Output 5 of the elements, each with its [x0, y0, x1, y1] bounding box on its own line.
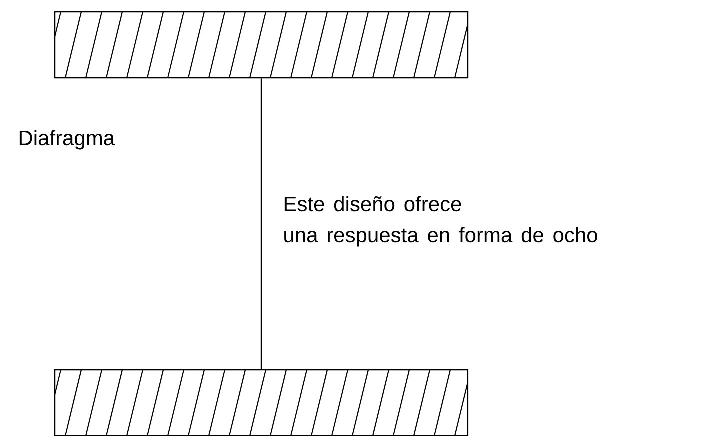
part-label: Diafragma [20, 130, 116, 150]
connecting-line [260, 78, 262, 370]
note-text: Este diseño ofrece una respuesta en forma de ocho [284, 196, 598, 247]
hatched-bar [54, 11, 469, 79]
hatched-bar [54, 369, 469, 436]
